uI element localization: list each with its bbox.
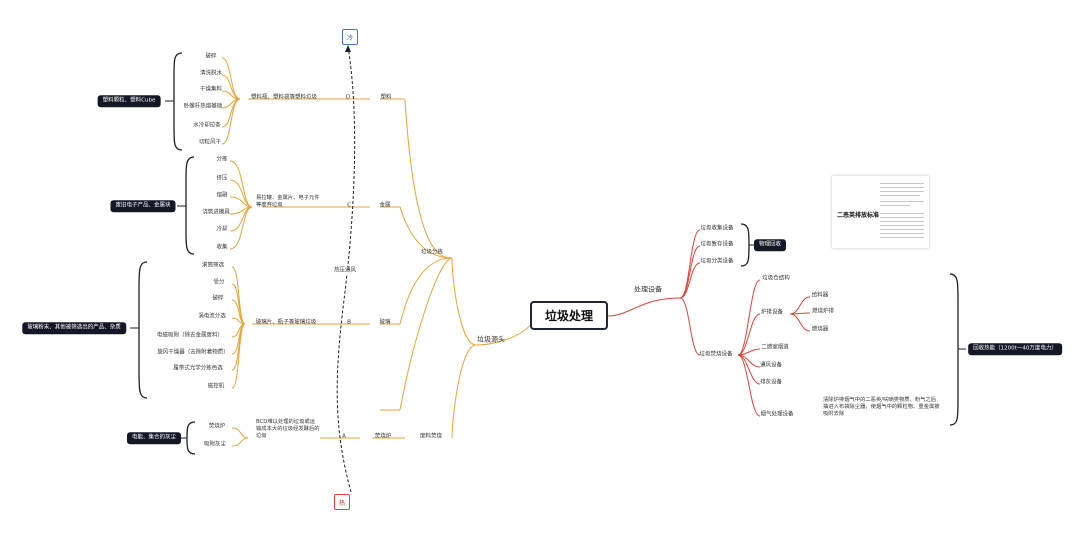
branch-source[interactable]: 垃圾源头 [477,335,505,344]
figure-title: 二恶英排放标准 [837,212,880,219]
cat-d-name[interactable]: 塑料 [380,94,392,101]
branch-equipment[interactable]: 处理设备 [634,285,662,294]
plant-output[interactable]: 回收热能（1200t一40万度电力） [968,343,1062,355]
cat-b-step[interactable]: 磁控机 [207,383,225,390]
plant-item[interactable]: 通风设备 [759,362,783,369]
cat-b-output[interactable]: 玻璃粉末、其他被筛选出的产品、杂质 [22,322,126,334]
grate-child[interactable]: 燃烧器 [811,326,829,333]
cat-c-desc[interactable]: 易拉罐、金属片、电子元件等废弃垃圾 [256,195,320,209]
plant-item[interactable]: 烟气处理设备 [760,411,794,418]
cat-b-desc[interactable]: 玻璃片、瓶子等玻璃垃圾 [255,319,317,326]
cat-b-step[interactable]: 电磁吸附（除去金属废料） [156,332,224,339]
cat-b-name[interactable]: 玻璃 [379,319,391,326]
hot-tag[interactable]: 热 [334,494,350,510]
cat-d-step[interactable]: 水冷却拉条 [193,122,221,129]
cat-c-name[interactable]: 金属 [379,202,391,209]
equip-upper-item[interactable]: 垃圾暂存设备 [700,241,734,248]
upper-output[interactable]: 物理回收 [753,239,787,251]
cat-c-letter: C [347,202,351,209]
equip-plant[interactable]: 垃圾焚烧设备 [699,351,733,358]
cat-c-step[interactable]: 挤压 [216,175,228,182]
cat-c-step[interactable]: 熔融 [216,192,228,199]
cat-c-step[interactable]: 冷却 [216,226,228,233]
equip-upper-item[interactable]: 垃圾收集设备 [700,225,734,232]
plant-item[interactable]: 二燃室烟道 [761,344,789,351]
cat-a-step[interactable]: 焚烧炉 [208,423,226,430]
plant-item[interactable]: 排灰设备 [759,379,783,386]
cat-b-step[interactable]: 涡电流分选 [198,313,226,320]
cat-d-step[interactable]: 清洗脱水 [199,70,223,77]
cat-b-step[interactable]: 破碎 [212,295,224,302]
flue-gas-desc[interactable]: 清除炉排烟气中的二恶英/呋喃类物质、粉气之后抽进入布袋除尘器，使烟气中的颗粒物、… [823,397,940,418]
cat-d-step[interactable]: 干燥集料 [199,86,223,93]
cat-a-step[interactable]: 吸附灰尘 [203,441,227,448]
cat-b-step[interactable]: 滚筒筛选 [201,262,225,269]
cat-d-output[interactable]: 塑料颗粒、塑料Cube [97,95,161,107]
cat-a-name[interactable]: 焚烧炉 [374,433,392,440]
grate-child[interactable]: 给料器 [811,292,829,299]
cat-d-step[interactable]: 卧螺杆热熔基础 [183,103,223,110]
cat-a-letter: A [342,433,346,440]
cat-a-desc[interactable]: BCD难以处理的垃圾或运输成本大的垃圾经发酵后的垃圾 [256,419,320,440]
cat-b-step[interactable]: 旋风干燥器（去除附着物质） [157,349,229,356]
cat-a-output[interactable]: 电能、集合的灰尘 [126,432,182,444]
cat-d-step[interactable]: 切粒风干 [198,139,222,146]
cat-d-desc[interactable]: 塑料瓶、塑料袋等塑料垃圾 [250,94,318,101]
cat-c-step[interactable]: 收集 [216,244,228,251]
cat-d-step[interactable]: 破碎 [205,53,217,60]
cold-tag[interactable]: 冷 [342,29,358,45]
airflow-note: 热压通风 [332,267,358,275]
emission-standard-image[interactable]: 二恶英排放标准 [832,176,929,248]
root-node[interactable]: 垃圾处理 [530,301,608,330]
plant-item[interactable]: 炉排设备 [760,309,784,316]
grate-child[interactable]: 燃烧炉排 [811,308,835,315]
node-incineration[interactable]: 废料焚烧 [419,433,443,440]
cat-b-letter: B [347,319,351,326]
cat-b-step[interactable]: 受分 [213,279,225,286]
equip-upper-item[interactable]: 垃圾分类设备 [700,258,734,265]
cat-c-step[interactable]: 浇筑进模具 [202,209,230,216]
node-sorting[interactable]: 垃圾分拣 [420,249,444,256]
cat-c-output[interactable]: 废旧电子产品、金属块 [110,200,176,212]
cat-b-step[interactable]: 履带式光学分拣色选 [173,365,223,372]
plant-item[interactable]: 垃圾仓结构 [762,275,790,282]
cat-c-step[interactable]: 分拣 [216,156,228,163]
cat-d-letter: D [345,94,351,101]
